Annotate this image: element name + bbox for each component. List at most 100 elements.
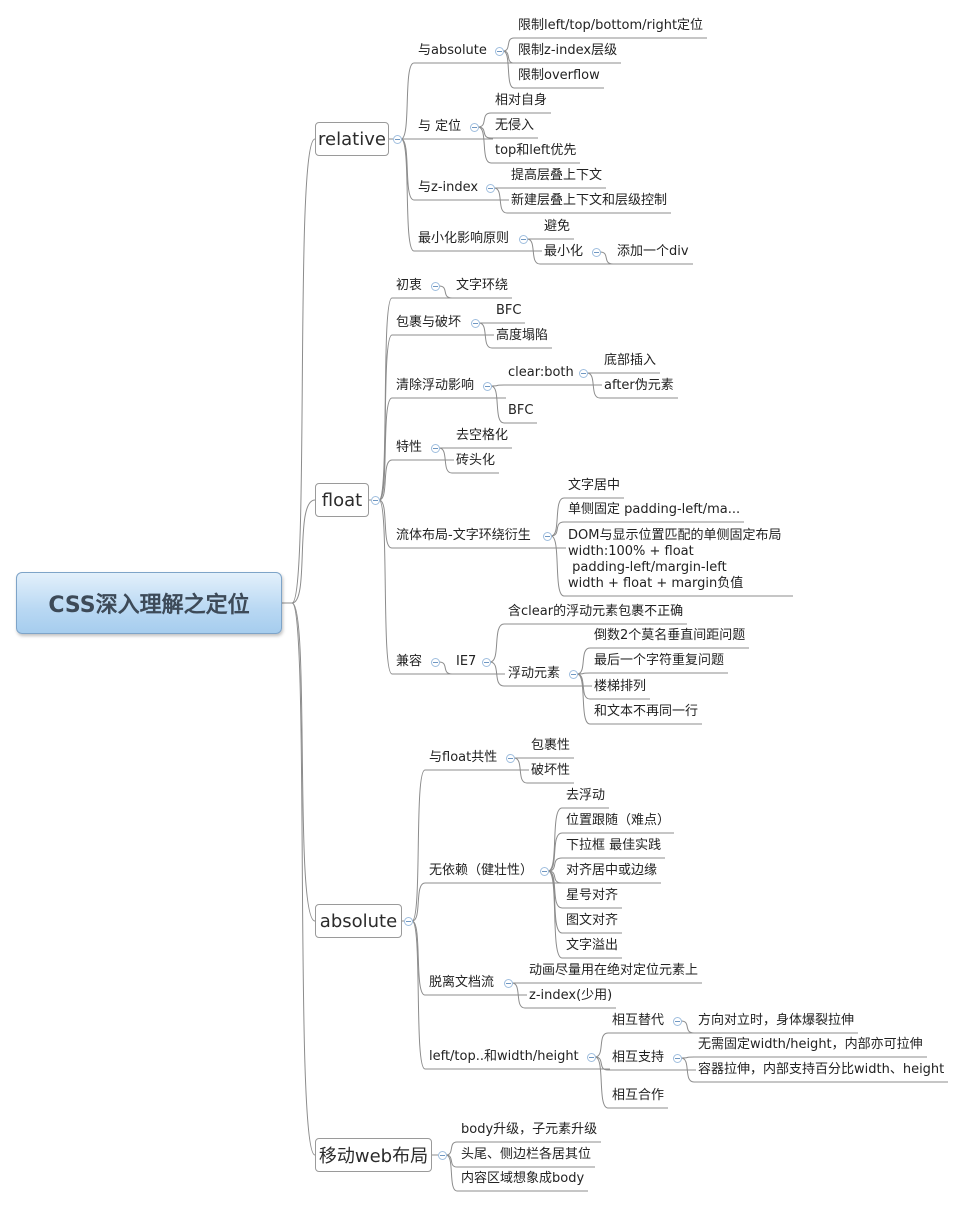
topic-node[interactable]: 与 定位 — [418, 119, 462, 134]
leaf-node[interactable]: 方向对立时，身体爆裂拉伸 — [698, 1013, 855, 1028]
topic-node[interactable]: 特性 — [396, 440, 423, 455]
collapse-icon[interactable] — [505, 753, 515, 763]
leaf-node[interactable]: z-index(少用) — [529, 988, 613, 1003]
leaf-node[interactable]: 图文对齐 — [566, 913, 619, 928]
collapse-icon[interactable] — [370, 495, 380, 505]
leaf-node[interactable]: 避免 — [544, 219, 571, 234]
leaf-node[interactable]: 提高层叠上下文 — [511, 168, 603, 183]
leaf-node[interactable]: 破坏性 — [531, 763, 571, 778]
leaf-node[interactable]: 位置跟随（难点） — [566, 813, 671, 828]
topic-node[interactable]: 相互支持 — [612, 1050, 665, 1065]
topic-node[interactable]: 与float共性 — [429, 750, 498, 765]
collapse-icon[interactable] — [672, 1016, 682, 1026]
collapse-icon[interactable] — [430, 281, 440, 291]
collapse-icon[interactable] — [591, 247, 601, 257]
collapse-icon[interactable] — [539, 866, 549, 876]
leaf-node[interactable]: 动画尽量用在绝对定位元素上 — [529, 963, 699, 978]
leaf-node[interactable]: body升级，子元素升级 — [461, 1122, 598, 1137]
topic-node[interactable]: 最小化影响原则 — [418, 231, 510, 246]
topic-node[interactable]: left/top..和width/height — [429, 1049, 579, 1064]
leaf-node[interactable]: 限制overflow — [518, 68, 600, 83]
connector — [400, 138, 415, 201]
leaf-node[interactable]: 添加一个div — [617, 244, 689, 259]
leaf-node[interactable]: 对齐居中或边缘 — [566, 863, 658, 878]
main-topic[interactable]: relative — [315, 122, 389, 156]
leaf-node[interactable]: 包裹性 — [531, 738, 571, 753]
leaf-node[interactable]: 最后一个字符重复问题 — [594, 653, 725, 668]
topic-node[interactable]: 初衷 — [396, 278, 423, 293]
leaf-node[interactable]: 和文本不再同一行 — [594, 704, 699, 719]
leaf-node[interactable]: 限制left/top/bottom/right定位 — [518, 18, 704, 33]
leaf-node[interactable]: 无需固定width/height，内部亦可拉伸 — [698, 1037, 923, 1052]
collapse-icon[interactable] — [672, 1053, 682, 1063]
collapse-icon[interactable] — [542, 531, 552, 541]
topic-node[interactable]: 与absolute — [418, 43, 487, 58]
leaf-node[interactable]: 楼梯排列 — [594, 679, 647, 694]
leaf-node[interactable]: 含clear的浮动元素包裹不正确 — [508, 604, 684, 619]
main-topic[interactable]: absolute — [315, 904, 402, 938]
collapse-icon[interactable] — [586, 1052, 596, 1062]
collapse-icon[interactable] — [568, 669, 578, 679]
leaf-node[interactable]: 星号对齐 — [566, 888, 619, 903]
leaf-node[interactable]: 限制z-index层级 — [518, 43, 618, 58]
leaf-node[interactable]: 单侧固定 padding-left/ma... — [568, 502, 741, 517]
leaf-node[interactable]: 新建层叠上下文和层级控制 — [511, 193, 668, 208]
collapse-icon[interactable] — [437, 1150, 447, 1160]
main-topic[interactable]: float — [315, 483, 369, 517]
connector — [680, 1057, 695, 1083]
topic-node[interactable]: 无依赖（健壮性） — [429, 863, 534, 878]
leaf-node[interactable]: 下拉框 最佳实践 — [566, 838, 662, 853]
leaf-node[interactable]: after伪元素 — [604, 378, 674, 393]
leaf-node[interactable]: 无侵入 — [495, 118, 535, 133]
leaf-node[interactable]: DOM与显示位置匹配的单侧固定布局 width:100% + float pad… — [568, 528, 782, 591]
leaf-node[interactable]: 内容区域想象成body — [461, 1171, 585, 1186]
leaf-node[interactable]: 文字溢出 — [566, 938, 619, 953]
collapse-icon[interactable] — [392, 134, 402, 144]
topic-node[interactable]: 浮动元素 — [508, 666, 561, 681]
topic-node[interactable]: 流体布局-文字环绕衍生 — [396, 528, 531, 543]
connector — [445, 1141, 458, 1156]
collapse-icon[interactable] — [430, 443, 440, 453]
topic-node[interactable]: 脱离文档流 — [429, 975, 495, 990]
collapse-icon[interactable] — [469, 122, 479, 132]
topic-node[interactable]: 与z-index — [418, 180, 479, 195]
topic-node[interactable]: 清除浮动影响 — [396, 378, 475, 393]
leaf-node[interactable]: BFC — [508, 403, 534, 418]
collapse-icon[interactable] — [481, 657, 491, 667]
topic-node[interactable]: IE7 — [456, 654, 477, 669]
leaf-node[interactable]: 去浮动 — [566, 788, 606, 803]
collapse-icon[interactable] — [503, 978, 513, 988]
collapse-icon[interactable] — [578, 368, 588, 378]
leaf-node[interactable]: 容器拉伸，内部支持百分比width、height — [698, 1062, 945, 1077]
topic-node[interactable]: 最小化 — [544, 244, 584, 259]
collapse-icon[interactable] — [485, 183, 495, 193]
leaf-node[interactable]: 去空格化 — [456, 428, 509, 443]
connector — [680, 1020, 695, 1034]
leaf-node[interactable]: 倒数2个莫名垂直间距问题 — [594, 628, 746, 643]
leaf-node[interactable]: 文字环绕 — [456, 278, 509, 293]
collapse-icon[interactable] — [470, 318, 480, 328]
leaf-node[interactable]: 相对自身 — [495, 93, 548, 108]
leaf-node[interactable]: top和left优先 — [495, 143, 577, 158]
leaf-node[interactable]: BFC — [496, 303, 522, 318]
collapse-icon[interactable] — [430, 657, 440, 667]
leaf-node[interactable]: 相互合作 — [612, 1088, 665, 1103]
topic-node[interactable]: clear:both — [508, 365, 574, 380]
collapse-icon[interactable] — [494, 46, 504, 56]
leaf-node[interactable]: 文字居中 — [568, 478, 621, 493]
connector — [378, 397, 393, 501]
connector — [411, 920, 426, 1070]
root-topic[interactable]: CSS深入理解之定位 — [16, 572, 282, 634]
collapse-icon[interactable] — [482, 381, 492, 391]
topic-node[interactable]: 包裹与破坏 — [396, 315, 462, 330]
leaf-node[interactable]: 头尾、侧边栏各居其位 — [461, 1147, 592, 1162]
leaf-node[interactable]: 高度塌陷 — [496, 328, 549, 343]
topic-node[interactable]: 兼容 — [396, 654, 423, 669]
leaf-node[interactable]: 底部插入 — [604, 353, 657, 368]
main-topic[interactable]: 移动web布局 — [315, 1138, 432, 1172]
collapse-icon[interactable] — [403, 916, 413, 926]
collapse-icon[interactable] — [518, 234, 528, 244]
topic-node[interactable]: 相互替代 — [612, 1013, 665, 1028]
leaf-node[interactable]: 砖头化 — [456, 453, 496, 468]
